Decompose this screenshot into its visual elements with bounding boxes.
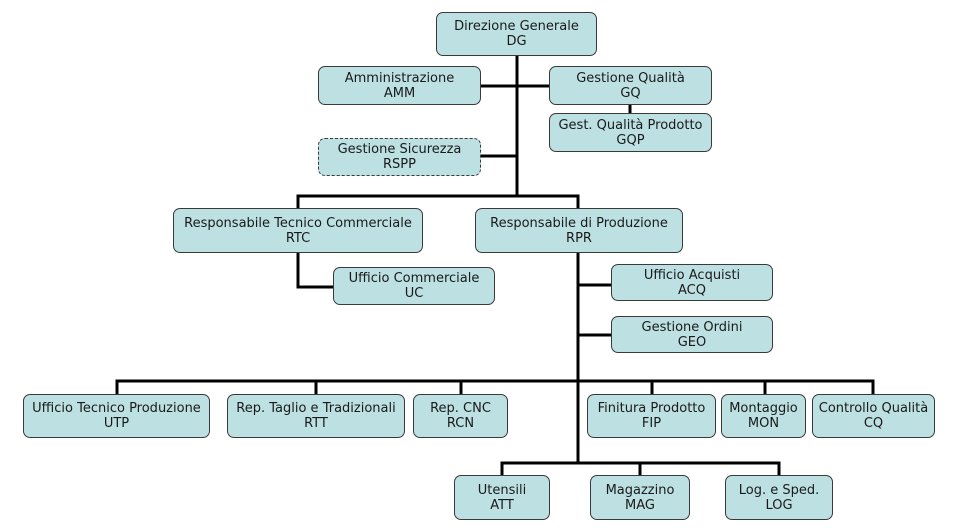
node-name: Amministrazione	[344, 70, 455, 86]
node-code: UC	[404, 286, 424, 301]
node-code: GQ	[620, 85, 641, 101]
node-name: Gestione Sicurezza	[337, 142, 462, 157]
node-code: LOG	[765, 497, 793, 513]
node-name: Rep. CNC	[430, 401, 491, 416]
node-code: AMM	[383, 85, 416, 101]
node-name: Rep. Taglio e Tradizionali	[236, 401, 396, 416]
node-name: Direzione Generale	[454, 19, 579, 34]
node-name: Montaggio	[729, 401, 798, 416]
node-code: UTP	[103, 416, 130, 431]
node-uc[interactable]: Ufficio Commerciale UC	[333, 267, 495, 305]
node-code: ATT	[490, 497, 514, 513]
node-rpr[interactable]: Responsabile di Produzione RPR	[475, 208, 683, 253]
node-name: Responsabile Tecnico Commerciale	[184, 215, 412, 231]
node-code: RCN	[446, 416, 475, 431]
node-geo[interactable]: Gestione Ordini GEO	[611, 316, 773, 353]
node-code: MON	[747, 416, 780, 431]
node-name: Gest. Qualità Prodotto	[558, 117, 703, 133]
node-amm[interactable]: Amministrazione AMM	[318, 66, 481, 105]
node-code: GEO	[677, 334, 707, 350]
node-name: Responsabile di Produzione	[490, 215, 668, 231]
node-utp[interactable]: Ufficio Tecnico Produzione UTP	[23, 394, 210, 438]
node-rspp[interactable]: Gestione Sicurezza RSPP	[318, 138, 481, 176]
node-gq[interactable]: Gestione Qualità GQ	[549, 66, 712, 105]
node-gqp[interactable]: Gest. Qualità Prodotto GQP	[549, 113, 712, 152]
node-name: Magazzino	[605, 482, 675, 498]
node-name: Ufficio Acquisti	[643, 267, 741, 283]
node-code: RTT	[304, 416, 328, 431]
node-rcn[interactable]: Rep. CNC RCN	[413, 394, 508, 438]
node-code: RTC	[285, 230, 311, 246]
connector-rpr-level3	[115, 379, 875, 396]
node-mon[interactable]: Montaggio MON	[721, 394, 806, 438]
node-name: Log. e Sped.	[738, 482, 820, 498]
node-code: RPR	[566, 230, 592, 246]
node-code: CQ	[863, 416, 884, 431]
node-code: RSPP	[383, 157, 416, 172]
node-rtt[interactable]: Rep. Taglio e Tradizionali RTT	[227, 394, 405, 438]
node-code: DG	[506, 34, 527, 49]
node-name: Utensili	[477, 482, 527, 498]
node-name: Controllo Qualità	[818, 401, 929, 416]
node-mag[interactable]: Magazzino MAG	[590, 475, 690, 520]
node-name: Gestione Ordini	[641, 319, 743, 335]
connector-rtc-uc	[296, 251, 335, 289]
node-name: Gestione Qualità	[576, 70, 685, 86]
connector-dg-rtc-rpr	[296, 194, 580, 210]
node-att[interactable]: Utensili ATT	[454, 475, 550, 520]
node-log[interactable]: Log. e Sped. LOG	[725, 475, 833, 520]
node-name: Finitura Prodotto	[597, 401, 706, 416]
node-dg[interactable]: Direzione Generale DG	[436, 12, 597, 56]
node-code: GQP	[616, 132, 645, 148]
node-name: Ufficio Commerciale	[348, 271, 480, 286]
node-fip[interactable]: Finitura Prodotto FIP	[587, 394, 716, 438]
node-acq[interactable]: Ufficio Acquisti ACQ	[611, 264, 773, 301]
node-cq[interactable]: Controllo Qualità CQ	[812, 394, 935, 438]
node-name: Ufficio Tecnico Produzione	[32, 401, 201, 416]
node-code: MAG	[625, 497, 655, 513]
node-code: ACQ	[678, 282, 706, 298]
node-code: FIP	[641, 416, 662, 431]
node-rtc[interactable]: Responsabile Tecnico Commerciale RTC	[173, 208, 423, 253]
